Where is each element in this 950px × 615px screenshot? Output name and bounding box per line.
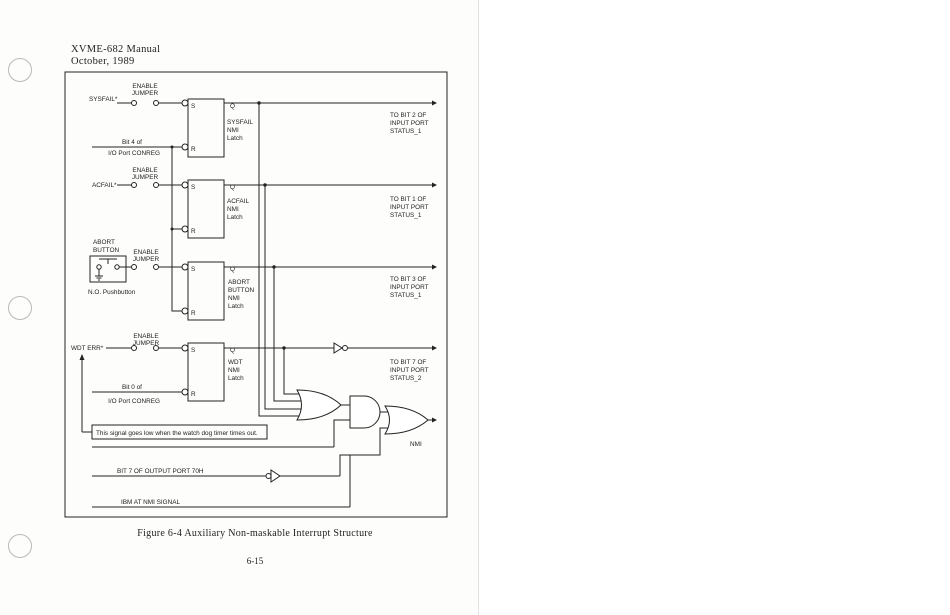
abort-pin-s: S	[191, 266, 195, 273]
abort-pin-r: R	[191, 310, 196, 317]
output1-line1: TO BIT 2 OF	[390, 112, 426, 119]
reset2-line1: Bit 0 of	[122, 384, 142, 391]
sysfail-pin-q: Q	[230, 103, 235, 110]
figure-caption: Figure 6-4 Auxiliary Non-maskable Interr…	[137, 528, 373, 539]
wdt-latch-line2: NMI	[228, 367, 240, 374]
wdt-pin-s: S	[191, 347, 195, 354]
sysfail-latch-line3: Latch	[227, 135, 243, 142]
binder-hole-top	[8, 58, 32, 82]
watchdog-note-text: This signal goes low when the watch dog …	[96, 430, 258, 437]
wdt-latch-line3: Latch	[228, 375, 244, 382]
jumper4-pin-b	[153, 345, 159, 351]
jumper2-line2: JUMPER	[132, 174, 159, 181]
jumper1-pin-b	[153, 100, 159, 106]
page-number: 6-15	[246, 556, 264, 566]
wdt-latch-line1: WDT	[228, 359, 243, 366]
output4-line3: STATUS_2	[390, 375, 422, 382]
wdt-pin-r: R	[191, 391, 196, 398]
output3-line2: INPUT PORT	[390, 284, 429, 291]
sysfail-pin-r: R	[191, 146, 196, 153]
sysfail-latch-line1: SYSFAIL	[227, 119, 253, 126]
watchdog-note-box	[91, 424, 268, 440]
abort-label-line2: BUTTON	[93, 247, 120, 254]
output1-line2: INPUT PORT	[390, 120, 429, 127]
output3-line3: STATUS_1	[390, 292, 422, 299]
manual-title: XVME-682 Manual	[71, 44, 161, 55]
jumper4-line1: ENABLE	[133, 333, 158, 340]
wdt-err-input-label: WDT ERR*	[71, 345, 104, 352]
abort-latch-line1: ABORT	[228, 279, 250, 286]
bit7-label: BIT 7 OF OUTPUT PORT 70H	[117, 468, 204, 475]
acfail-pin-q: Q	[230, 184, 235, 191]
jumper3-line2: JUMPER	[133, 256, 160, 263]
latch-sysfail: S R Q SYSFAIL NMI Latch	[187, 98, 253, 158]
reset1-line1: Bit 4 of	[122, 139, 142, 146]
latch-acfail: S R Q ACFAIL NMI Latch	[187, 179, 249, 239]
jumper3-line1: ENABLE	[133, 249, 158, 256]
jumper4-line2: JUMPER	[133, 340, 160, 347]
output2-line3: STATUS_1	[390, 212, 422, 219]
nmi-output-label: NMI	[410, 441, 422, 448]
pushbutton-caption: N.O. Pushbutton	[88, 289, 136, 296]
acfail-pin-s: S	[191, 184, 195, 191]
abort-latch-line3: NMI	[228, 295, 240, 302]
diagram-frame	[64, 71, 448, 518]
and-gate	[349, 395, 381, 429]
output2-line1: TO BIT 1 OF	[390, 196, 426, 203]
bit7-buffer	[270, 469, 281, 483]
output4-line2: INPUT PORT	[390, 367, 429, 374]
output4-line1: TO BIT 7 OF	[390, 359, 426, 366]
binder-hole-bottom	[8, 534, 32, 558]
reset1-line2: I/O Port CONREG	[108, 150, 160, 157]
manual-date: October, 1989	[71, 56, 135, 67]
ibm-at-nmi-label: IBM AT NMI SIGNAL	[121, 499, 181, 506]
abort-latch-line4: Latch	[228, 303, 244, 310]
jumper1-line2: JUMPER	[132, 90, 159, 97]
or-gate-nmi	[384, 405, 429, 435]
jumper3-pin-a	[131, 264, 137, 270]
output3-line1: TO BIT 3 OF	[390, 276, 426, 283]
acfail-latch-line2: NMI	[227, 206, 239, 213]
abort-pushbutton-symbol	[89, 255, 127, 283]
latch-wdt: S R Q WDT NMI Latch	[187, 342, 244, 402]
jumper1-line1: ENABLE	[132, 83, 157, 90]
sysfail-latch-line2: NMI	[227, 127, 239, 134]
abort-latch-line2: BUTTON	[228, 287, 255, 294]
acfail-latch-line1: ACFAIL	[227, 198, 249, 205]
jumper2-pin-a	[131, 182, 137, 188]
sysfail-input-label: SYSFAIL*	[89, 96, 118, 103]
jumper1-pin-a	[131, 100, 137, 106]
jumper3-pin-b	[153, 264, 159, 270]
binder-hole-middle	[8, 296, 32, 320]
output1-line3: STATUS_1	[390, 128, 422, 135]
abort-label-line1: ABORT	[93, 239, 115, 246]
reset2-line2: I/O Port CONREG	[108, 398, 160, 405]
acfail-pin-r: R	[191, 228, 196, 235]
input-bubbles	[181, 99, 189, 396]
jumper2-line1: ENABLE	[132, 167, 157, 174]
wdt-pin-q: Q	[230, 347, 235, 354]
output2-line2: INPUT PORT	[390, 204, 429, 211]
acfail-latch-line3: Latch	[227, 214, 243, 221]
latch-abort: S R Q ABORT BUTTON NMI Latch	[187, 261, 255, 321]
or-gate-latches	[296, 389, 342, 421]
blank-facing-page	[478, 0, 950, 615]
acfail-input-label: ACFAIL*	[92, 182, 117, 189]
sysfail-pin-s: S	[191, 103, 195, 110]
jumper4-pin-a	[131, 345, 137, 351]
wdt-status-buffer	[333, 342, 343, 354]
jumper2-pin-b	[153, 182, 159, 188]
abort-pin-q: Q	[230, 266, 235, 273]
